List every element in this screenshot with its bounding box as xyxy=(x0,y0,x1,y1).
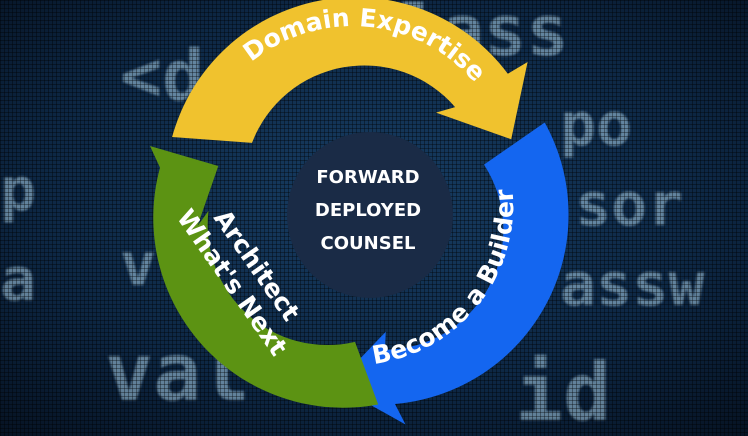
center-line-3: COUNSEL xyxy=(321,233,416,254)
arrow-domain-expertise xyxy=(172,0,528,143)
arrow-become-a-builder xyxy=(335,122,569,425)
arrow-architect-whats-next xyxy=(150,146,379,408)
center-line-2: DEPLOYED xyxy=(315,200,421,221)
center-line-1: FORWARD xyxy=(316,167,419,188)
center-circle xyxy=(287,132,453,298)
